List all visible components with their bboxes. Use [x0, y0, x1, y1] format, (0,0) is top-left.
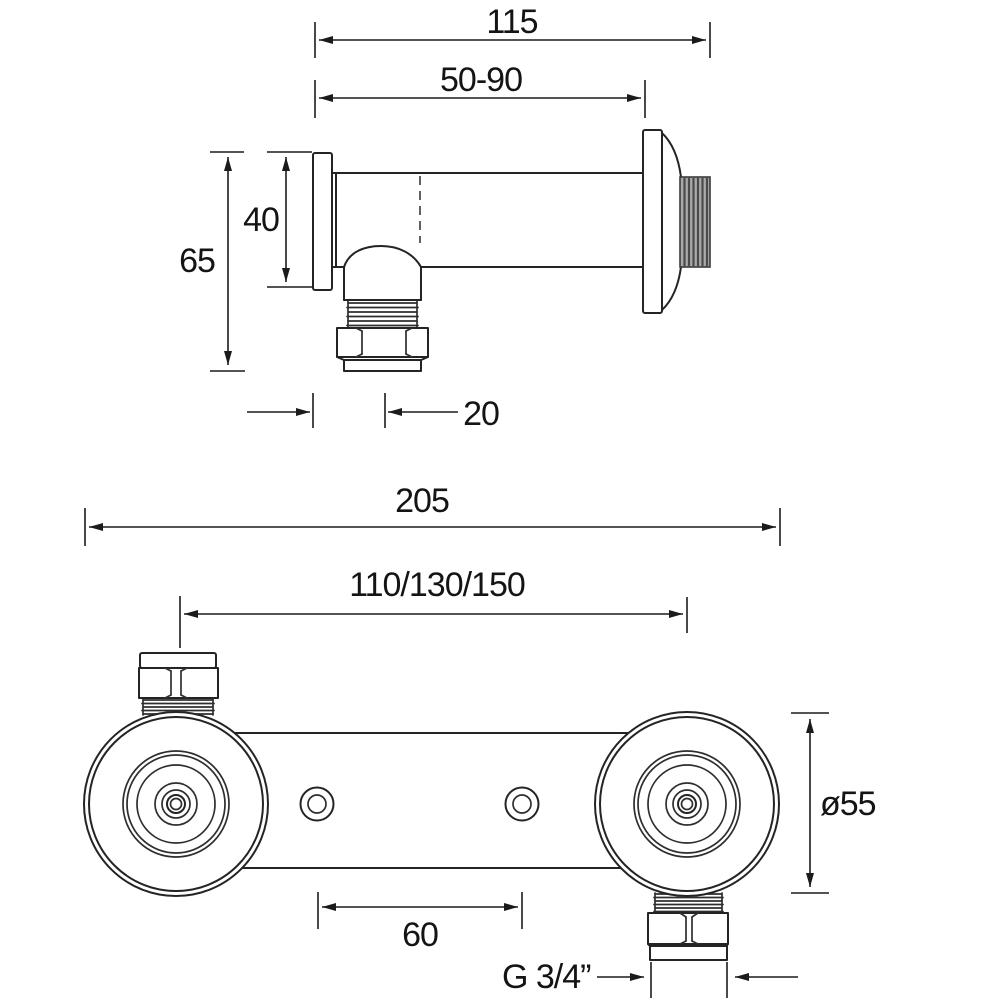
bottom-view-front-elevation: 205 110/130/150 ø55 60	[83, 482, 877, 998]
left-valve-body	[83, 711, 269, 897]
dim-offset: 20	[247, 393, 500, 433]
elbow-outlet	[343, 245, 422, 301]
nut-end-cap	[139, 652, 217, 669]
dim-overall-height: 65	[179, 151, 245, 372]
right-valve-body	[594, 711, 780, 897]
fixing-hole-left	[299, 786, 335, 822]
dim-overall-length: 115	[314, 3, 711, 58]
dim-valve-diameter-label: ø55	[820, 785, 876, 823]
body-tube	[331, 172, 644, 268]
dim-fixing-centres: 110/130/150	[179, 566, 688, 648]
dim-plate-height-label: 40	[243, 201, 279, 239]
dim-adjustable-range-label: 50-90	[440, 61, 522, 99]
nut-end-cap	[343, 359, 422, 372]
dim-hole-spacing: 60	[317, 892, 523, 954]
dim-overall-height-label: 65	[179, 242, 215, 280]
elbow-compression-nut	[336, 327, 429, 372]
dim-overall-width: 205	[84, 482, 781, 546]
dim-offset-label: 20	[463, 395, 499, 433]
dim-plate-height: 40	[243, 151, 312, 288]
nut-end-cap	[649, 945, 728, 961]
rear-flange	[642, 129, 682, 314]
fixing-bar	[175, 732, 688, 869]
top-view-side-elevation: 115 50-90 65 40 20	[179, 3, 711, 433]
dim-adjustable-range: 50-90	[314, 61, 646, 118]
fixing-hole-right	[504, 786, 540, 822]
dim-valve-diameter: ø55	[791, 712, 877, 894]
male-thread-boss	[679, 176, 711, 268]
dim-fixing-centres-label: 110/130/150	[349, 566, 525, 604]
dim-hole-spacing-label: 60	[402, 916, 438, 954]
left-inlet-nut	[138, 652, 219, 716]
right-outlet-nut	[647, 892, 729, 961]
elbow-thread	[346, 300, 419, 328]
wall-plate	[312, 152, 333, 291]
dim-overall-width-label: 205	[395, 482, 449, 520]
dim-overall-length-label: 115	[486, 3, 537, 41]
dim-thread-size: G 3/4”	[502, 958, 798, 998]
dim-thread-size-label: G 3/4”	[502, 958, 591, 996]
